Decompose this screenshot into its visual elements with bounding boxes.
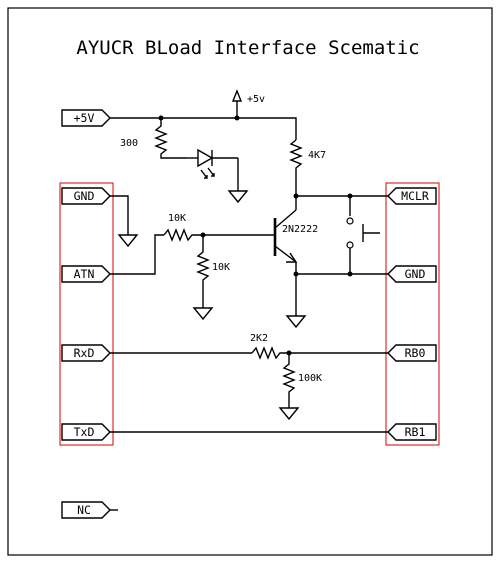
resistor-4k7-icon <box>289 139 303 210</box>
gnd-left-line <box>110 195 129 235</box>
connector-plus5v-label: +5V <box>74 111 95 125</box>
connector-txd: TxD <box>61 423 111 441</box>
connector-gnd-right: GND <box>387 265 437 283</box>
ground-symbol-icon <box>117 234 139 248</box>
connector-rb1: RB1 <box>387 423 437 441</box>
ground-symbol-icon <box>285 315 307 329</box>
resistor-10k-base-label: 10K <box>168 213 186 224</box>
resistor-2k2-label: 2K2 <box>250 333 268 344</box>
connector-mclr: MCLR <box>387 187 437 205</box>
junction-dot <box>293 193 299 199</box>
right-connector-highlight <box>385 182 440 446</box>
connector-rxd-label: RxD <box>74 346 95 360</box>
connector-rb0-label: RB0 <box>405 346 426 360</box>
connector-gnd-left-label: GND <box>74 189 95 203</box>
connector-atn: ATN <box>61 265 111 283</box>
npn-transistor-icon <box>273 209 298 316</box>
resistor-100k-label: 100K <box>298 373 322 384</box>
resistor-300-label: 300 <box>120 138 138 149</box>
junction-dot <box>234 115 240 121</box>
resistor-10k-pulldown-label: 10K <box>212 262 230 273</box>
connector-txd-label: TxD <box>74 425 95 439</box>
schematic-title: AYUCR BLoad Interface Scematic <box>76 37 419 59</box>
supply-arrow-icon <box>231 89 243 118</box>
connector-gnd-left: GND <box>61 187 111 205</box>
atn-line <box>110 234 164 275</box>
transistor-label: 2N2222 <box>282 224 318 235</box>
connector-gnd-right-label: GND <box>405 267 426 281</box>
resistor-100k-icon <box>282 353 296 408</box>
connector-mclr-label: MCLR <box>401 189 429 203</box>
resistor-10k-base-icon <box>163 228 275 242</box>
connector-nc: NC <box>61 501 118 519</box>
connector-rb0: RB0 <box>387 344 437 362</box>
resistor-300-icon <box>154 118 186 159</box>
ground-symbol-icon <box>227 158 249 204</box>
plus5v-rail <box>110 117 297 140</box>
led-icon <box>186 148 238 179</box>
resistor-10k-pulldown-icon <box>196 235 210 308</box>
connector-atn-label: ATN <box>74 267 95 281</box>
left-connector-highlight <box>59 182 114 446</box>
connector-rb1-label: RB1 <box>405 425 426 439</box>
connector-nc-label: NC <box>77 503 91 517</box>
connector-rxd: RxD <box>61 344 111 362</box>
resistor-2k2-icon <box>251 346 388 360</box>
ground-symbol-icon <box>192 307 214 321</box>
ground-symbol-icon <box>278 407 300 421</box>
schematic-frame <box>7 7 493 556</box>
connector-plus5v: +5V <box>61 109 111 127</box>
resistor-4k7-label: 4K7 <box>308 150 326 161</box>
push-button-switch-icon <box>346 196 380 274</box>
supply-label: +5v <box>247 94 265 105</box>
